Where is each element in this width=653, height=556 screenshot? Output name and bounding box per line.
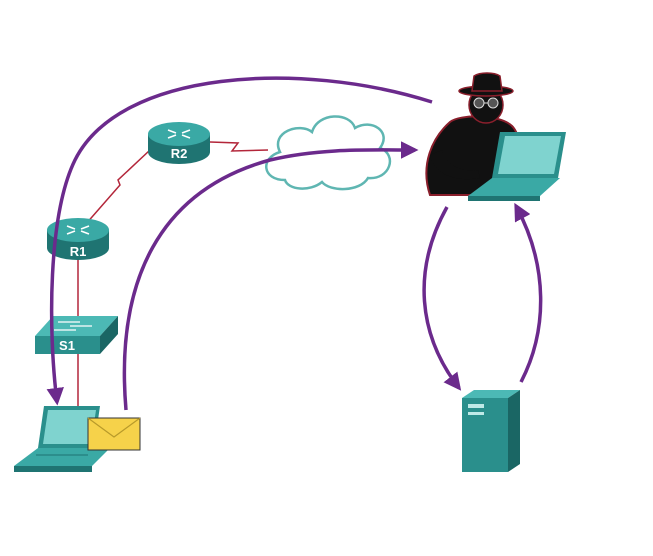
router-r1-label: R1 (70, 244, 87, 259)
switch-arrows-icon (54, 321, 92, 331)
router-arrows-icon (167, 129, 191, 139)
serial-link-r2-cloud (209, 141, 269, 152)
envelope-icon (87, 417, 141, 451)
server-icon (462, 390, 520, 472)
hacker-icon (425, 72, 521, 196)
arrow-victim-to-attacker (122, 141, 419, 411)
router-r1: R1 (47, 218, 109, 260)
attack-flow-arrows (46, 76, 543, 411)
arrow-server-to-attacker (514, 202, 543, 383)
network-links (77, 141, 269, 408)
router-r2-label: R2 (171, 146, 188, 161)
arrow-attacker-to-victim (46, 76, 433, 406)
arrow-attacker-to-server (422, 206, 462, 391)
victim-laptop (14, 406, 110, 472)
switch-s1: S1 (35, 316, 118, 354)
attacker-laptop (468, 132, 566, 201)
serial-link-r1-r2 (84, 149, 151, 226)
switch-s1-label: S1 (59, 338, 75, 353)
router-arrows-icon (66, 225, 90, 235)
router-r2: R2 (148, 122, 210, 164)
